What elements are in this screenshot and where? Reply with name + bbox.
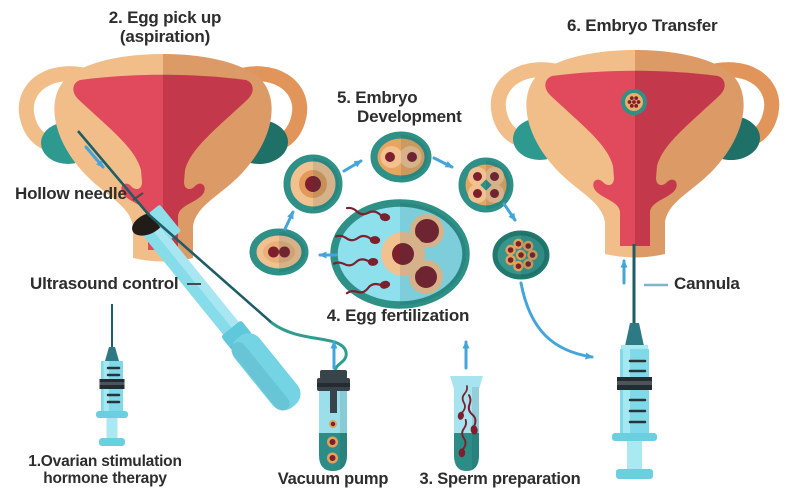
hollow-needle-leader-line [132,192,144,201]
arrow-four-cell-to-morula [502,202,517,222]
step4-title: 4. Egg fertilization [326,306,470,325]
arrow-morula-to-syringe [519,281,594,360]
four-cell-stage-icon [458,157,514,213]
two-cell-stage-icon [370,131,432,183]
egg-fertilization-icon [330,199,470,309]
sperm-tube-icon [450,376,483,471]
arrow-zygote-to-two-cell [342,159,363,173]
needle-direction-arrow [84,145,105,169]
vacuum-pump-label: Vacuum pump [277,470,389,488]
needle-guide-icon [149,205,181,239]
vacuum-wire [270,321,348,373]
hormone-syringe-icon [96,304,128,446]
arrow-two-cell-to-four-cell [432,156,454,169]
pronuclei-cell-icon [249,228,309,276]
hollow-needle-label: Hollow needle [15,184,127,203]
zygote-cell-icon [283,154,343,214]
transfer-syringe-icon [612,323,657,479]
step2-title: 2. Egg pick up(aspiration) [108,8,222,47]
arrow-pronuclei-to-zygote [283,210,295,231]
uterus-right-illustration [498,45,785,270]
vacuum-pump-tube-icon [317,370,350,471]
ultrasound-probe-icon [137,214,301,412]
cannula-label: Cannula [674,274,740,293]
embryo-in-uterus-icon [621,89,647,115]
morula-icon [492,230,550,280]
hollow-needle-line [77,130,273,324]
step6-title: 6. Embryo Transfer [567,16,718,35]
step3-title: 3. Sperm preparation [419,470,581,488]
ultrasound-control-label: Ultrasound control [30,274,179,293]
